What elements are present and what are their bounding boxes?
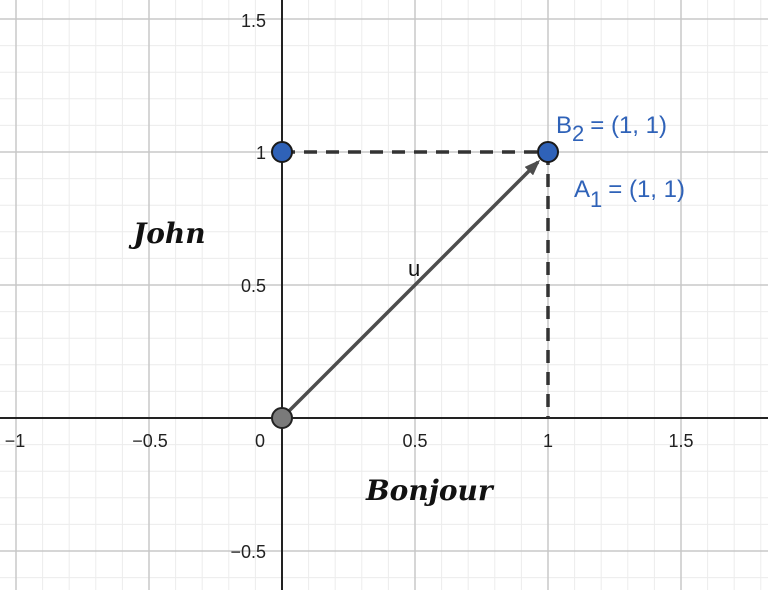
x-tick-label: 0.5 (402, 431, 427, 451)
point-b2-subscript: 2 (572, 121, 584, 146)
vector-label: u (408, 256, 420, 281)
x-tick-label: −0.5 (132, 431, 168, 451)
point-b2-coords: = (1, 1) (590, 112, 667, 139)
y-axis-point[interactable] (271, 141, 293, 163)
origin-point[interactable] (271, 407, 293, 429)
point-a1-subscript: 1 (590, 187, 602, 212)
x-axis-name: Bonjour (365, 474, 495, 507)
projection-lines (282, 150, 550, 418)
x-tick-label: 1 (543, 431, 553, 451)
y-axis-name: John (128, 217, 206, 250)
y-tick-label: −0.5 (230, 542, 266, 562)
point-a1-coords: = (1, 1) (608, 176, 685, 203)
y-tick-label: 1 (256, 143, 266, 163)
point-a1-label: A1= (1, 1) (574, 176, 685, 212)
x-tick-label: 1.5 (668, 431, 693, 451)
vector-u[interactable] (280, 159, 541, 420)
x-tick-label: 0 (255, 431, 265, 451)
point-b2-name: B (556, 112, 572, 139)
y-tick-label: 1.5 (241, 11, 266, 31)
point-b2-label: B2= (1, 1) (556, 112, 667, 146)
x-tick-label: −1 (5, 431, 26, 451)
point-b2[interactable] (537, 141, 559, 163)
y-tick-label: 0.5 (241, 276, 266, 296)
tick-labels: −1 −0.5 0 0.5 1 1.5 1.5 1 0.5 −0.5 (5, 11, 694, 562)
point-a1-name: A (574, 176, 590, 203)
